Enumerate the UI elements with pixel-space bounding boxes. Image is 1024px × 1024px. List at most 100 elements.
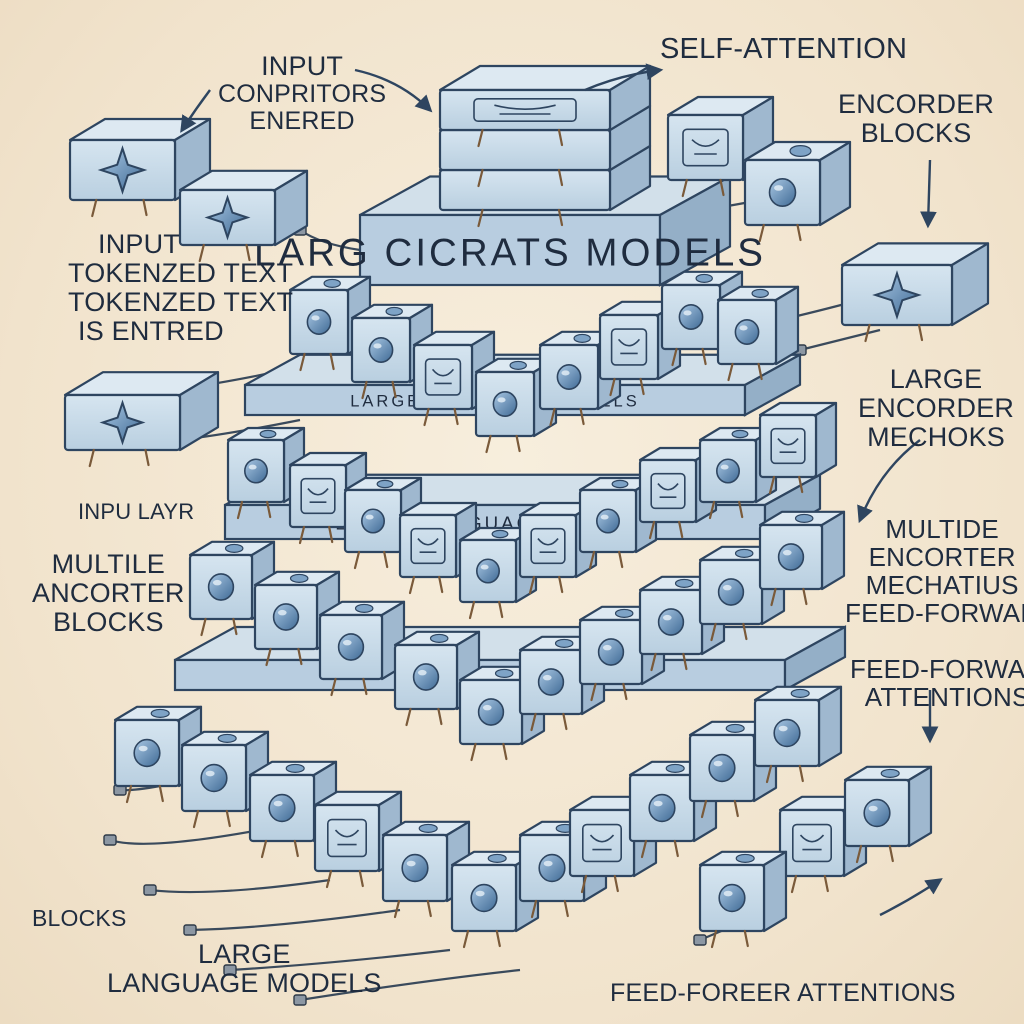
gem-icon	[401, 823, 438, 883]
gem-icon	[244, 429, 277, 484]
gem-icon	[717, 548, 754, 606]
label-line: LARGE	[889, 364, 983, 394]
arrow-bottom-right	[879, 878, 943, 917]
cable-plug-icon	[143, 878, 331, 896]
gem-icon	[734, 288, 769, 345]
arrow-large-encorder	[857, 439, 921, 524]
label-line: BLOCKS	[52, 607, 164, 638]
label-line: MULTILE	[51, 549, 166, 579]
label-line: CONPRITORS	[218, 80, 387, 109]
platform-label: LARG CICRATS MODELS	[254, 231, 766, 274]
label-multile-encorter: MULTIDE ENCORTER MECHATIUS FEED-FORWAR	[845, 515, 1024, 627]
glyph-icon	[300, 477, 336, 515]
glyph-icon	[326, 818, 367, 858]
label-large-encorder: LARGE ENCORDER MECHOKS	[858, 364, 1015, 453]
glyph-icon	[581, 823, 622, 863]
label-input-layer: INPU LAYR	[78, 499, 195, 524]
label-line: ANCORTER	[32, 578, 185, 609]
gem-icon	[412, 633, 449, 691]
gem-icon	[777, 513, 814, 571]
label-line: FEED-FORWAR	[850, 654, 1024, 684]
label-line: MECHOKS	[867, 422, 1006, 453]
glyph-icon	[410, 527, 446, 565]
label-line: ATTENTIONS	[864, 682, 1024, 713]
arrow-layer	[180, 63, 943, 917]
bottom-block	[698, 850, 788, 949]
gem-icon	[595, 479, 629, 534]
gem-icon	[492, 360, 527, 417]
label-input-conpritors: INPUT CONPRITORS ENERED	[218, 51, 387, 136]
label-multile-ancorter: MULTILE ANCORTER BLOCKS	[32, 549, 185, 638]
encoder-block	[743, 140, 852, 243]
label-blocks: BLOCKS	[32, 905, 127, 931]
gem-icon	[475, 529, 509, 584]
gem-icon	[773, 688, 810, 748]
star-icon	[99, 399, 146, 446]
bottom-block	[381, 820, 471, 919]
gem-icon	[272, 573, 309, 631]
label-line: INPUT	[98, 229, 180, 259]
gem-icon	[360, 479, 394, 534]
tier3-block	[758, 510, 846, 607]
label-encorder-blocks: ENCORDER BLOCKS	[838, 89, 995, 149]
gem-icon	[133, 708, 170, 768]
gem-icon	[306, 278, 341, 335]
gem-icon	[537, 638, 574, 696]
gem-icon	[648, 763, 685, 823]
label-line: ENCORTER	[868, 542, 1016, 573]
block-layer	[63, 64, 990, 949]
gem-icon	[556, 333, 591, 390]
label-input-tokenized: INPUT TOKENZED TEXT TOKENZED TEXT IS ENT…	[68, 229, 294, 347]
gem-icon	[268, 763, 305, 823]
glyph-icon	[424, 358, 462, 396]
label-line: FEED-FORWAR	[845, 598, 1024, 629]
gem-icon	[678, 273, 713, 330]
gem-icon	[538, 823, 575, 883]
label-line: BLOCKS	[860, 118, 972, 149]
gem-icon	[718, 853, 755, 913]
star-icon	[204, 194, 251, 241]
tier1-block	[716, 285, 800, 382]
glyph-icon	[530, 527, 566, 565]
label-line: TOKENZED TEXT	[68, 258, 294, 289]
gem-icon	[368, 306, 403, 363]
label-line: ENERED	[249, 107, 355, 136]
cable-plug-icon	[223, 948, 451, 976]
label-line: LARGE	[198, 939, 291, 969]
label-line: ENCORDER	[838, 89, 995, 119]
label-self-attention: SELF-ATTENTION	[660, 33, 908, 65]
input-block	[63, 371, 220, 468]
arrow-input-to-stack	[354, 68, 433, 113]
star-icon	[97, 145, 148, 195]
tier2-block	[758, 401, 838, 495]
input-block	[178, 169, 309, 263]
label-line: MULTIDE	[885, 514, 999, 544]
glyph-icon	[770, 427, 806, 465]
gem-icon	[715, 429, 749, 484]
top-stack-block	[438, 64, 652, 148]
star-icon	[872, 270, 922, 320]
cable-plug-icon	[293, 968, 521, 1006]
gem-icon	[863, 768, 900, 828]
gem-icon	[207, 543, 244, 601]
label-line: IS ENTRED	[78, 316, 224, 347]
encoder-block	[840, 242, 990, 343]
label-line: ENCORDER	[858, 393, 1015, 424]
label-line: INPUT	[261, 51, 344, 81]
arrow-self-attention	[584, 63, 664, 92]
glyph-icon	[650, 472, 686, 510]
label-feed-forward-attentions: FEED-FORWAR ATTENTIONS	[850, 655, 1024, 711]
glyph-icon	[682, 128, 729, 167]
label-feed-forward-bottom: FEED-FOREER ATTENTIONS	[610, 979, 956, 1007]
label-line: MECHATIUS	[865, 570, 1019, 601]
gem-icon	[470, 853, 507, 913]
gem-icon	[477, 668, 514, 726]
tier1-block	[660, 270, 744, 367]
arrow-input-top	[180, 89, 211, 133]
label-line: LANGUAGE MODELS	[107, 968, 382, 999]
arrow-encorder-down	[920, 159, 937, 229]
glyph-icon	[610, 328, 648, 366]
tier2-block	[638, 446, 718, 540]
